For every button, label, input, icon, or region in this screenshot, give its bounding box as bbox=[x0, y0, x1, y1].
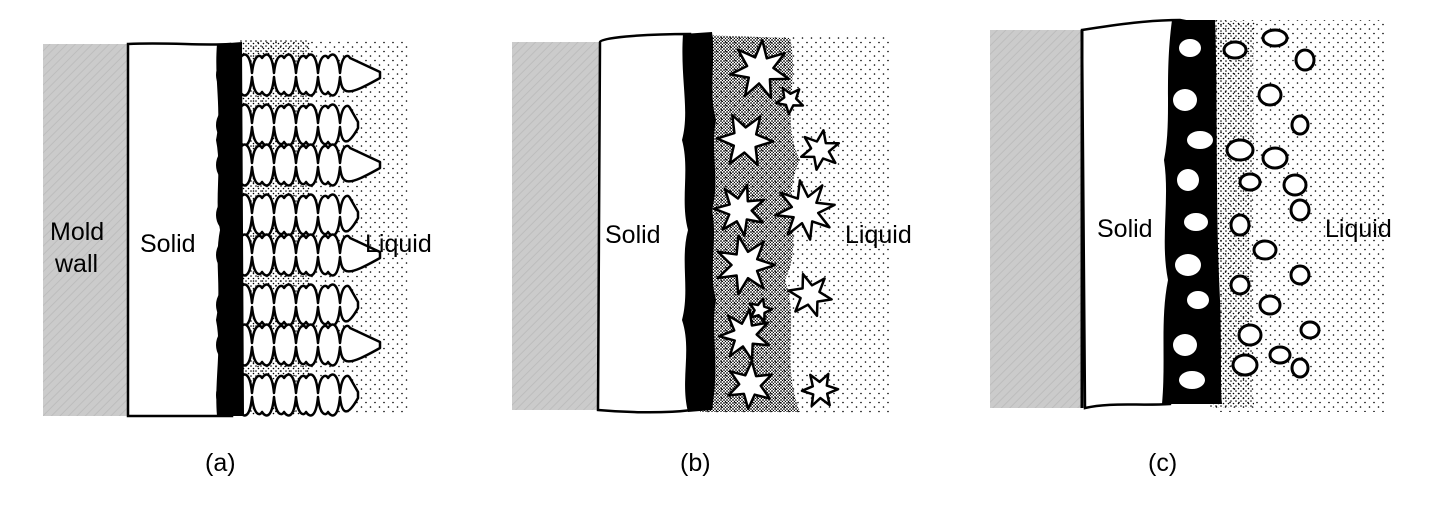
dendrite-a bbox=[238, 323, 382, 367]
equiaxed-grain-c bbox=[1222, 40, 1248, 60]
equiaxed-grain-c bbox=[1290, 357, 1310, 379]
dendrite-fragment-b bbox=[799, 129, 841, 171]
caption-c: (c) bbox=[1148, 449, 1177, 477]
liquid-label-a: Liquid bbox=[365, 230, 432, 258]
grain-pocket-c bbox=[1187, 131, 1213, 149]
equiaxed-grain-c bbox=[1261, 146, 1289, 170]
dendrite-a bbox=[238, 233, 382, 277]
grain-pocket-c bbox=[1179, 39, 1201, 57]
panel-c: Solid Liquid (c) bbox=[990, 18, 1392, 477]
mold-wall-a bbox=[43, 44, 128, 416]
equiaxed-grain-c bbox=[1282, 173, 1308, 197]
dendrite-fragment-b bbox=[729, 38, 790, 100]
dendrite-a bbox=[238, 283, 360, 327]
dendrite-fragment-b bbox=[716, 234, 777, 296]
equiaxed-grain-c bbox=[1258, 294, 1282, 316]
dendrite-fragment-b bbox=[727, 359, 773, 411]
equiaxed-grain-c bbox=[1231, 353, 1259, 377]
equiaxed-grain-c bbox=[1237, 323, 1263, 347]
dendrite-fragment-b bbox=[800, 372, 840, 408]
dendrite-fragment-b bbox=[774, 179, 836, 241]
grain-pocket-c bbox=[1187, 291, 1209, 309]
mushy-stipple-b bbox=[700, 35, 800, 412]
mold-wall-c bbox=[990, 30, 1082, 408]
mushy-black-b bbox=[682, 32, 716, 412]
grain-pocket-c bbox=[1173, 89, 1197, 111]
mold-wall-b bbox=[512, 42, 600, 410]
equiaxed-grain-c bbox=[1289, 264, 1311, 286]
solid-label-c: Solid bbox=[1097, 215, 1153, 243]
panel-b: Solid Liquid (b) bbox=[512, 32, 912, 477]
solid-label-a: Solid bbox=[140, 230, 196, 258]
dendrite-fragments-b bbox=[712, 38, 841, 411]
grain-pocket-c bbox=[1179, 371, 1205, 389]
equiaxed-grains-c bbox=[1173, 28, 1321, 389]
equiaxed-grain-c bbox=[1299, 320, 1321, 340]
equiaxed-grain-c bbox=[1289, 198, 1311, 222]
grain-pocket-c bbox=[1184, 213, 1208, 231]
equiaxed-grain-c bbox=[1290, 114, 1310, 136]
dendrite-fragment-b bbox=[712, 183, 766, 237]
equiaxed-grain-c bbox=[1229, 213, 1251, 237]
mushy-black-c bbox=[1162, 20, 1222, 404]
grain-pocket-c bbox=[1173, 334, 1197, 356]
dendrite-fragment-b bbox=[775, 86, 805, 116]
dendrite-a bbox=[238, 193, 360, 237]
liquid-label-c: Liquid bbox=[1325, 215, 1392, 243]
dendrite-fragment-b bbox=[748, 297, 774, 323]
dendrite-a bbox=[238, 373, 360, 417]
equiaxed-grain-c bbox=[1257, 83, 1283, 107]
mold-wall-label-line1: Mold bbox=[50, 218, 104, 246]
dendrite-base-a bbox=[216, 42, 244, 416]
equiaxed-grain-c bbox=[1225, 138, 1255, 162]
dendrite-a bbox=[238, 103, 360, 147]
caption-b: (b) bbox=[680, 449, 711, 477]
caption-a: (a) bbox=[205, 449, 236, 477]
equiaxed-grain-c bbox=[1294, 48, 1316, 72]
dendrite-fragment-b bbox=[787, 272, 833, 318]
dendrite-fragment-b bbox=[717, 308, 771, 362]
equiaxed-grain-c bbox=[1252, 239, 1278, 261]
equiaxed-grain-c bbox=[1261, 28, 1289, 48]
mushy-stipple-c bbox=[1210, 20, 1255, 408]
panel-a: Mold wall Solid Liquid (a) bbox=[43, 40, 432, 477]
equiaxed-grain-c bbox=[1229, 274, 1251, 296]
dendrite-a bbox=[238, 143, 382, 187]
equiaxed-grain-c bbox=[1238, 172, 1262, 192]
grain-pocket-c bbox=[1175, 254, 1201, 276]
liquid-label-b: Liquid bbox=[845, 221, 912, 249]
mold-wall-label-line2: wall bbox=[54, 250, 98, 278]
dendrite-fragment-b bbox=[715, 113, 775, 167]
solid-label-b: Solid bbox=[605, 221, 661, 249]
equiaxed-grain-c bbox=[1268, 345, 1292, 365]
grain-pocket-c bbox=[1177, 169, 1199, 191]
dendrite-a bbox=[238, 53, 382, 97]
